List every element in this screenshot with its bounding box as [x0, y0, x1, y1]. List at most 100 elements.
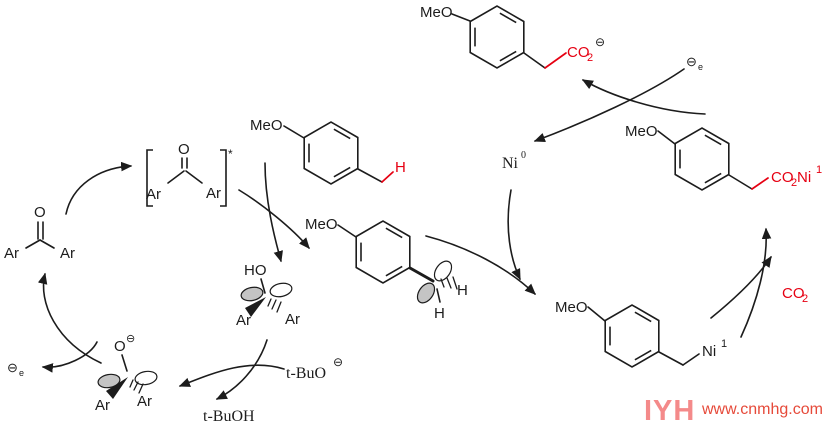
excited-ketone: * O Ar Ar	[146, 141, 233, 207]
bond	[657, 130, 676, 145]
bond	[337, 224, 357, 238]
electron-top-sub: e	[698, 62, 703, 72]
diaryl-ketone: Ar Ar O	[4, 204, 75, 262]
watermark-logo: IYH	[644, 395, 695, 427]
double-bond	[634, 349, 652, 361]
watermark-url: www.cnmhg.com	[701, 401, 823, 418]
red-ch-bond	[381, 171, 394, 183]
ketone-ar-left: Ar	[4, 245, 19, 262]
anion-ar-right: Ar	[137, 393, 152, 410]
hashed-bond	[129, 379, 144, 394]
bond	[25, 239, 41, 249]
ketyl-radical: HO Ar Ar	[236, 262, 300, 329]
bond	[436, 288, 441, 303]
double-bond	[333, 128, 351, 140]
arrow-excited-to-radical	[238, 189, 310, 249]
excited-ar-left: Ar	[146, 186, 161, 203]
bond	[283, 125, 305, 139]
double-bond	[499, 12, 517, 24]
bond	[587, 306, 606, 322]
arrow-complex-to-product	[581, 79, 706, 115]
acyl-ni: Ni	[797, 169, 811, 186]
red-bond	[544, 52, 567, 69]
product-charge: ⊖	[595, 35, 605, 49]
acyl-meo: MeO	[625, 123, 658, 140]
bond	[39, 239, 55, 249]
excited-o: O	[178, 141, 190, 158]
nickel-cycle: MeO CO 2 ⊖ ⊖ e Ni 0 MeO CO 2 Ni 1 MeO	[420, 4, 822, 366]
ketyl-ar-left: Ar	[236, 312, 251, 329]
arrow-anion-to-electron	[41, 341, 98, 373]
double-bond	[704, 172, 722, 184]
benzylni-ni: Ni	[702, 343, 716, 360]
double-bond	[385, 265, 403, 277]
arrow-tbuo-to-anion	[178, 364, 285, 387]
orbital-lobe-shaded	[416, 282, 436, 304]
arrow-ketone-to-excited	[65, 161, 133, 215]
bond	[121, 354, 128, 372]
wedge-bond	[106, 377, 128, 399]
orbital-lobe	[269, 282, 293, 298]
arrow-ketyl-to-tbuoh	[215, 339, 268, 400]
product-co-sub: 2	[587, 52, 593, 64]
product-meo: MeO	[420, 4, 453, 21]
arrow-radical-to-benzylnickel	[425, 235, 536, 295]
co2-sub: 2	[802, 293, 808, 305]
co2-label: CO	[782, 285, 805, 302]
carboxylate-nickel-complex: MeO CO 2 Ni 1	[625, 123, 822, 190]
hashed-bond	[267, 298, 282, 313]
excited-mark: *	[228, 147, 233, 161]
tbuoh-label: t-BuOH	[203, 408, 255, 425]
double-bond	[385, 227, 403, 239]
double-bond	[499, 50, 517, 62]
arrow-benzylnickel-to-complex	[740, 227, 772, 338]
radical-h-wedge: H	[457, 282, 468, 299]
anion-ar-left: Ar	[95, 397, 110, 414]
toluene-meo: MeO	[250, 117, 283, 134]
tbuo-label: t-BuO	[286, 365, 326, 382]
double-bond	[333, 166, 351, 178]
tbuo-charge: ⊖	[333, 355, 343, 369]
acyl-co: CO	[771, 169, 794, 186]
double-bond	[704, 134, 722, 146]
bond	[167, 170, 185, 184]
acyl-co-sub: 2	[791, 177, 797, 189]
hashed-bond	[440, 276, 458, 290]
orbital-lobe	[134, 370, 158, 386]
orbital-lobe-shaded	[240, 286, 264, 302]
watermark: IYH www.cnmhg.com	[644, 395, 823, 427]
radical-h-down: H	[434, 305, 445, 322]
carboxylate-product: MeO CO 2 ⊖	[420, 4, 605, 69]
bold-bond	[408, 266, 435, 283]
anion-o: O	[114, 338, 126, 355]
toluene-h: H	[395, 159, 406, 176]
bond	[523, 52, 546, 69]
red-bond	[751, 177, 769, 190]
benzylni-meo: MeO	[555, 299, 588, 316]
orbital-lobe-shaded	[97, 373, 121, 389]
electron-top-symbol: ⊖	[686, 54, 697, 69]
wedge-bond	[245, 297, 266, 317]
bracket-left	[146, 149, 153, 207]
excited-ar-right: Ar	[206, 185, 221, 202]
double-bond	[634, 311, 652, 323]
bond	[185, 170, 203, 184]
benzyl-radical: MeO H H	[305, 216, 468, 322]
bond	[260, 278, 266, 294]
product-co: CO	[567, 44, 590, 61]
bracket-right	[220, 149, 227, 207]
ketyl-radical-anion: O ⊖ Ar Ar	[95, 333, 158, 414]
bond	[682, 353, 700, 366]
arrow-electron-to-ni0	[533, 68, 685, 143]
bond	[728, 174, 753, 190]
substrate-group: MeO H MeO H H	[250, 117, 536, 322]
methoxytoluene: MeO H	[250, 117, 406, 183]
arrow-toluene-to-ketyl	[264, 162, 283, 263]
radical-meo: MeO	[305, 216, 338, 233]
arrow-anion-to-ketone	[37, 272, 102, 364]
electron-bottom-sub: e	[19, 368, 24, 378]
benzylni-ni-sup: 1	[721, 338, 727, 350]
anion-charge: ⊖	[126, 333, 135, 345]
